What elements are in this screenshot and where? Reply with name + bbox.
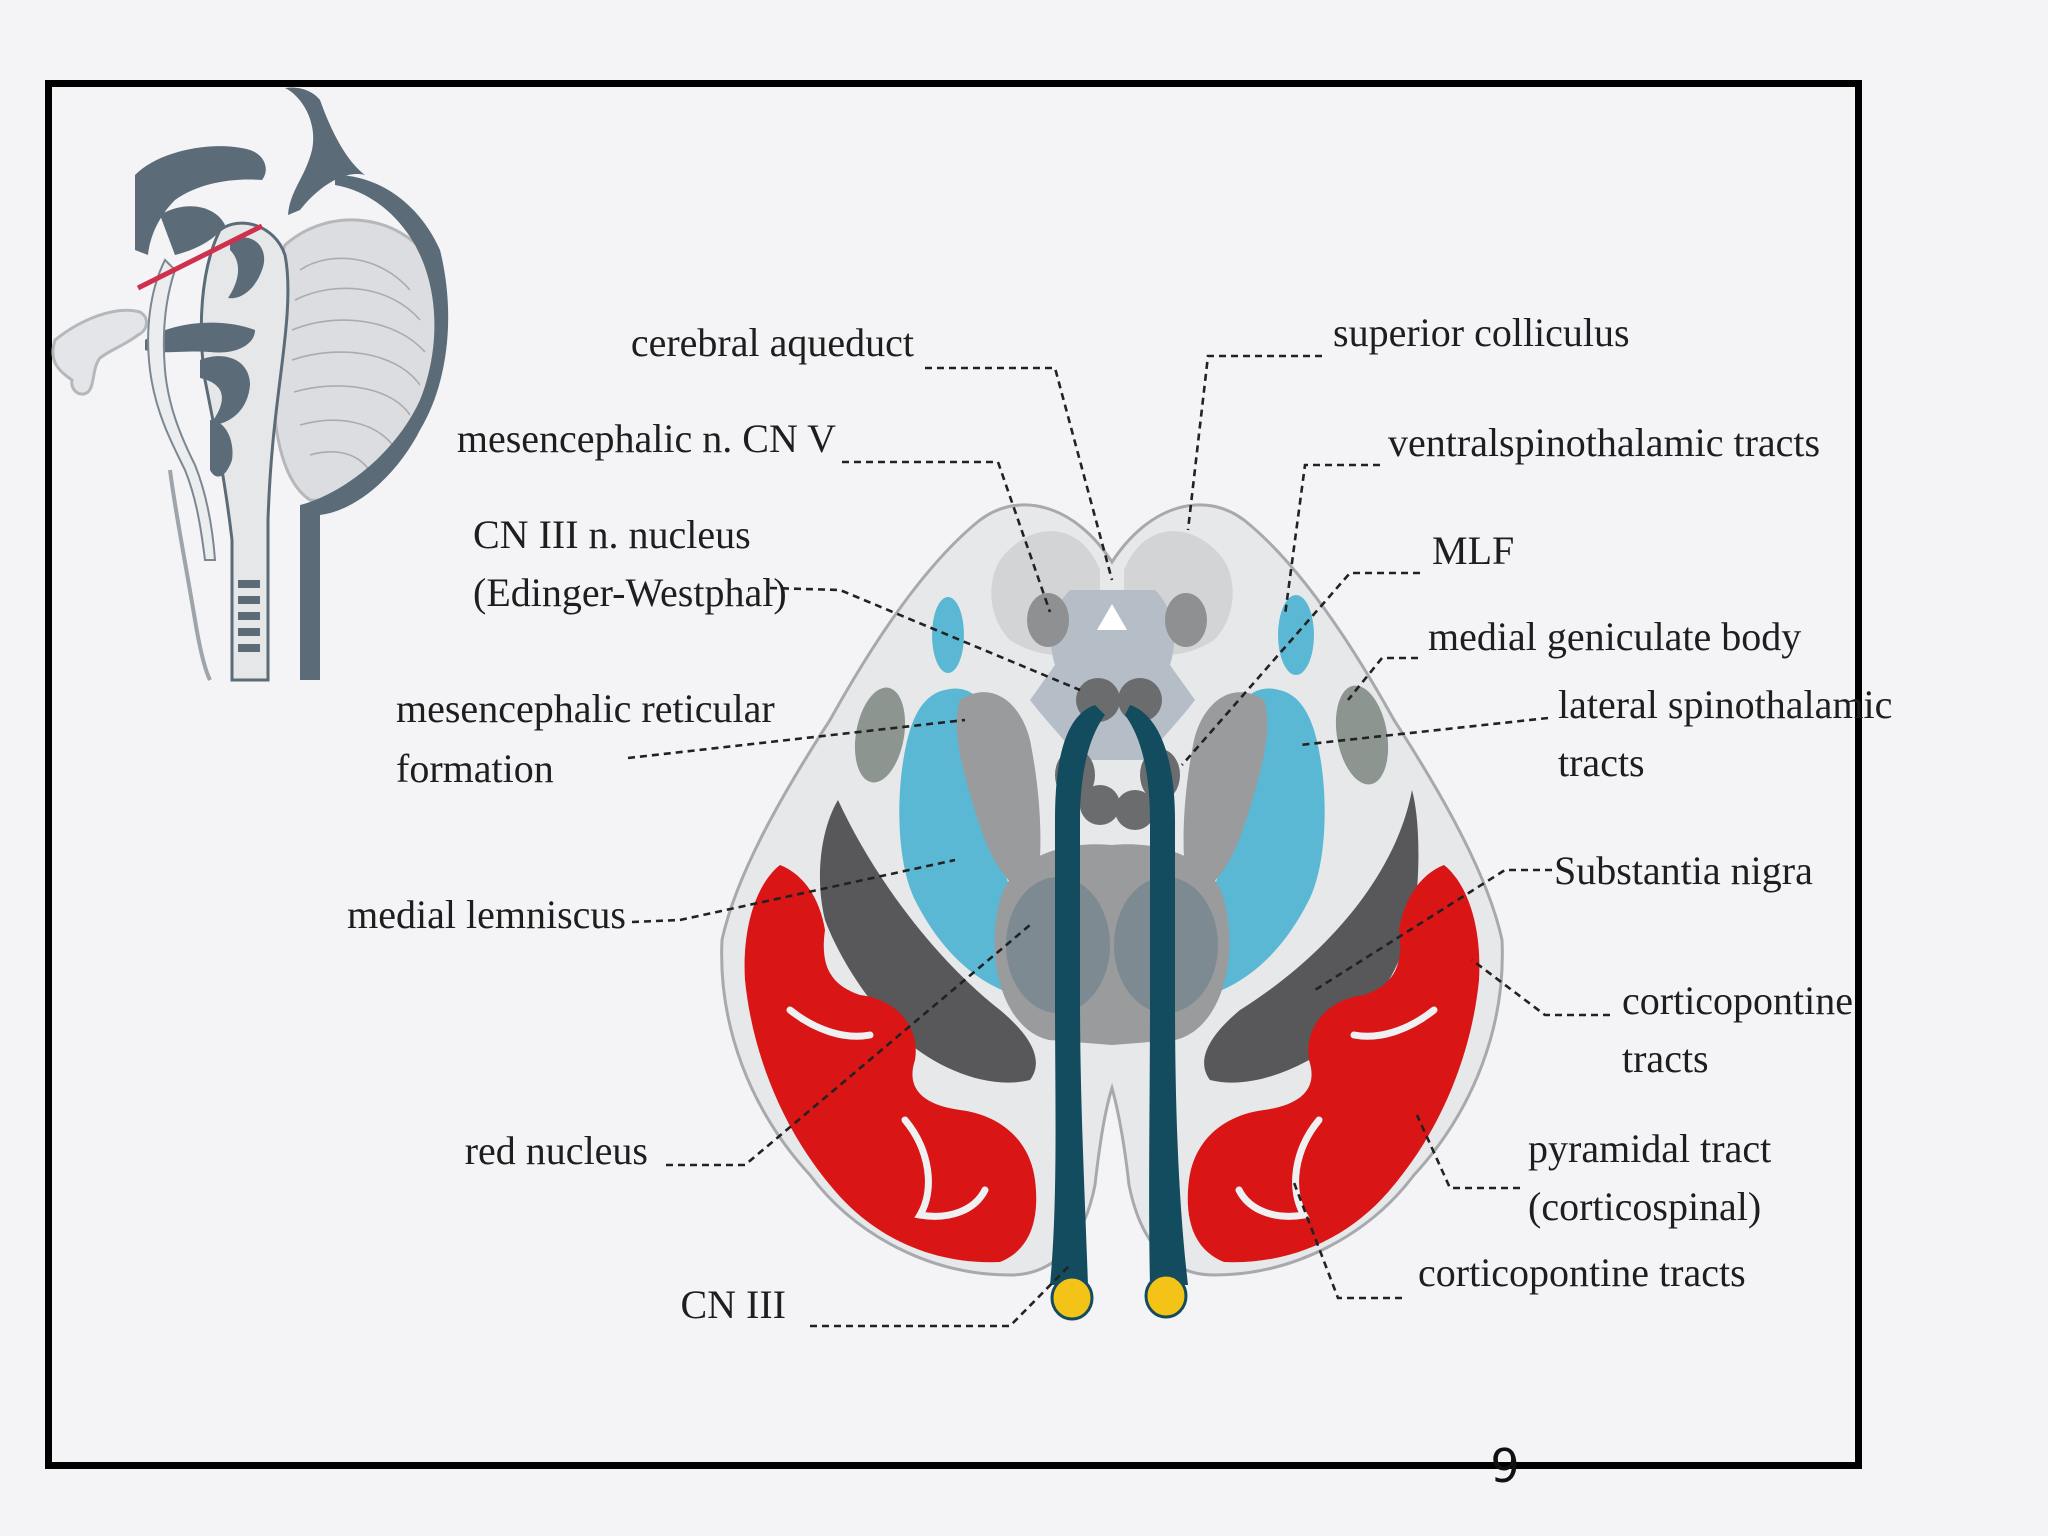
left-reticular	[956, 692, 1041, 900]
right-cn3-tip	[1144, 1273, 1188, 1319]
label-superior-colliculus: superior colliculus	[1333, 310, 1630, 355]
label-corticopontine-bottom: corticopontine tracts	[1418, 1250, 1746, 1295]
label-corticopontine-1: corticopontine	[1622, 978, 1853, 1023]
label-cn3-nucleus-1: CN III n. nucleus	[473, 512, 751, 557]
label-substantia-nigra: Substantia nigra	[1554, 848, 1813, 893]
leader-lines	[627, 354, 1610, 1328]
label-ventral-spinothalamic: ventralspinothalamic tracts	[1388, 420, 1820, 465]
cerebellum	[272, 218, 448, 502]
label-red-nucleus: red nucleus	[465, 1128, 648, 1173]
label-mlf: MLF	[1432, 528, 1514, 573]
left-medial-geniculate	[854, 687, 906, 783]
sagittal-contour	[285, 87, 365, 215]
diagram-labels: cerebral aqueduct mesencephalic n. CN V …	[347, 310, 1892, 1327]
left-mesencephalic-n	[1027, 593, 1069, 647]
left-cn3-tip	[1050, 1275, 1094, 1321]
periaqueductal-grey	[1030, 590, 1195, 760]
left-substantia-nigra	[819, 800, 1036, 1083]
optic-region	[51, 308, 148, 396]
sagittal-thumbnail	[51, 87, 449, 682]
left-cerebral-peduncle	[744, 865, 1037, 1263]
right-cn3-nerve	[1125, 705, 1188, 1285]
label-lateral-spinothalamic-1: lateral spinothalamic	[1558, 682, 1892, 727]
right-medial-geniculate	[1335, 685, 1389, 785]
label-medial-geniculate: medial geniculate body	[1428, 614, 1801, 659]
left-ventral-spinothalamic	[932, 597, 964, 673]
label-corticopontine-2: tracts	[1622, 1036, 1709, 1081]
midbrain-cross-section	[720, 503, 1504, 1321]
label-medial-lemniscus: medial lemniscus	[347, 892, 626, 937]
right-reticular	[1183, 692, 1268, 900]
right-ventral-spinothalamic	[1278, 595, 1314, 675]
label-reticular-1: mesencephalic reticular	[396, 686, 775, 731]
left-cn3-nerve	[1050, 705, 1105, 1285]
label-cn3-nucleus-2: (Edinger-Westphal)	[473, 570, 787, 615]
page-number: 9	[1490, 1439, 1519, 1493]
label-pyramidal-2: (corticospinal)	[1528, 1184, 1761, 1229]
label-pyramidal-1: pyramidal tract	[1528, 1126, 1771, 1171]
right-cerebral-peduncle	[1187, 865, 1480, 1263]
label-reticular-2: formation	[396, 746, 554, 791]
section-line	[136, 223, 264, 291]
right-mesencephalic-n	[1165, 593, 1207, 647]
cerebral-aqueduct	[1097, 604, 1127, 630]
slide-frame	[45, 80, 1862, 1469]
label-cn3: CN III	[680, 1282, 786, 1327]
label-cerebral-aqueduct: cerebral aqueduct	[631, 320, 914, 365]
label-mesencephalic-n-cn-v: mesencephalic n. CN V	[457, 416, 836, 461]
label-lateral-spinothalamic-2: tracts	[1558, 740, 1645, 785]
